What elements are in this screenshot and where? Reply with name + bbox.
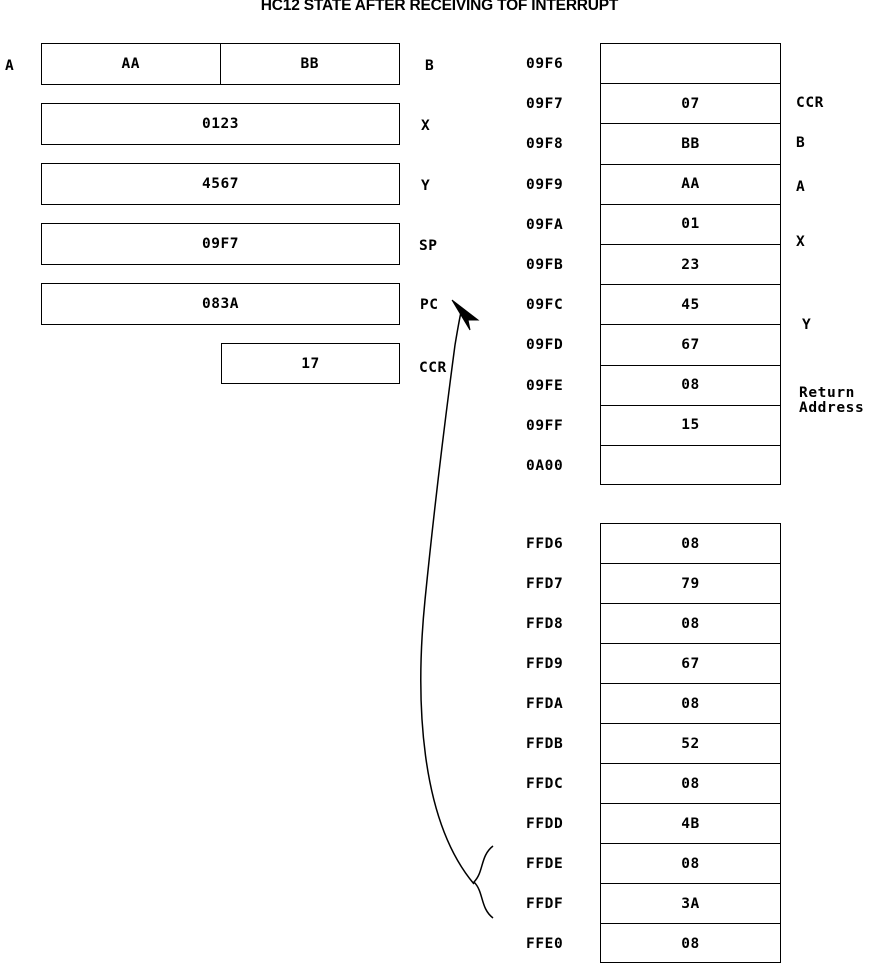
vector-value: 08: [681, 855, 700, 872]
stack-address: 09F8: [526, 136, 564, 153]
stack-side-label-return: Return: [799, 385, 855, 401]
stack-row: 67: [601, 325, 780, 366]
stack-address: 09F7: [526, 96, 564, 113]
vector-value: 08: [681, 775, 700, 792]
stack-row: BB: [601, 124, 780, 165]
vector-address: FFD7: [526, 576, 564, 592]
register-cell-b: BB: [221, 44, 400, 84]
vector-row: 52: [601, 724, 780, 764]
stack-row: AA: [601, 165, 780, 205]
register-label-y: Y: [421, 178, 431, 194]
vector-row: 4B: [601, 804, 780, 844]
vector-value: 52: [681, 735, 700, 752]
page-title: HC12 STATE AFTER RECEIVING TOF INTERRUPT: [260, 0, 619, 14]
register-value-y: 4567: [202, 176, 239, 192]
vector-value: 67: [681, 655, 700, 672]
stack-value: 08: [681, 377, 700, 394]
stack-value: 01: [681, 216, 700, 233]
vector-address: FFD9: [526, 656, 564, 672]
vector-address: FFDD: [526, 816, 564, 832]
vector-value: 4B: [681, 815, 700, 832]
register-label-pc: PC: [420, 297, 439, 313]
stack-row: [601, 446, 780, 486]
vector-value: 08: [681, 615, 700, 632]
curved-arrow-path: [420, 307, 475, 885]
stack-value: 07: [681, 95, 700, 112]
vector-row: 08: [601, 684, 780, 724]
stack-value: 45: [681, 296, 700, 313]
register-box-ccr: 17: [221, 343, 400, 384]
stack-address: 09F9: [526, 176, 564, 193]
stack-side-label-a: A: [796, 179, 806, 195]
stack-value: 15: [681, 417, 700, 434]
register-value-pc: 083A: [202, 296, 239, 312]
register-label-sp: SP: [419, 238, 438, 254]
vector-value: 79: [681, 575, 700, 592]
register-label-a: A: [5, 58, 15, 74]
vector-value: 08: [681, 936, 700, 952]
vector-value: 08: [681, 695, 700, 712]
stack-address: 09FB: [526, 257, 564, 273]
vector-row: 3A: [601, 884, 780, 924]
vector-value: 3A: [681, 895, 700, 912]
vector-address: FFDE: [526, 856, 564, 872]
register-value-x: 0123: [202, 116, 239, 132]
stack-side-label-address: Address: [799, 400, 865, 416]
stack-row: 23: [601, 245, 780, 286]
stack-address: 09FC: [526, 297, 564, 314]
vector-row: 08: [601, 764, 780, 804]
vector-address: FFDA: [526, 696, 564, 712]
vector-address: FFDF: [526, 896, 564, 912]
register-label-x: X: [421, 118, 431, 134]
register-value-a: AA: [121, 56, 140, 72]
register-box-pc: 083A: [41, 283, 400, 325]
stack-row: 01: [601, 205, 780, 245]
vector-address: FFD8: [526, 616, 564, 632]
vector-address: FFE0: [526, 936, 564, 952]
stack-address: 09FF: [526, 417, 564, 434]
vector-row: 08: [601, 844, 780, 884]
register-label-ccr: CCR: [419, 360, 447, 376]
register-value-sp: 09F7: [202, 236, 239, 252]
vector-row: 08: [601, 924, 780, 964]
stack-row: 07: [601, 84, 780, 125]
stack-value: BB: [681, 135, 700, 152]
stack-side-label-ccr: CCR: [796, 95, 824, 111]
vector-address: FFDB: [526, 736, 564, 752]
register-box-x: 0123: [41, 103, 400, 145]
vector-address: FFDC: [526, 776, 564, 792]
stack-row: 45: [601, 285, 780, 326]
stack-address: 09FA: [526, 216, 564, 233]
register-box-sp: 09F7: [41, 223, 400, 265]
stack-row: [601, 44, 780, 85]
stack-row: 08: [601, 366, 780, 406]
vector-value: 08: [681, 535, 700, 552]
stack-side-label-y: Y: [802, 317, 812, 333]
vector-address: FFD6: [526, 536, 564, 552]
stack-address: 0A00: [526, 458, 564, 474]
register-cell-a: AA: [42, 44, 221, 84]
register-box-accumulator-d: AA BB: [41, 43, 400, 85]
stack-value: 67: [681, 336, 700, 353]
vector-row: 08: [601, 604, 780, 644]
stack-address: 09FE: [526, 377, 564, 394]
arrow-head-icon: [451, 299, 480, 331]
stack-side-label-b: B: [796, 135, 806, 151]
stack-address: 09FD: [526, 337, 564, 354]
register-box-y: 4567: [41, 163, 400, 205]
stack-side-label-x: X: [796, 234, 806, 250]
register-value-b: BB: [300, 56, 319, 72]
stack-value: 23: [681, 256, 700, 273]
register-label-b: B: [425, 58, 435, 74]
vector-row: 08: [601, 524, 780, 564]
stack-row: 15: [601, 406, 780, 446]
stack-address: 09F6: [526, 56, 564, 72]
interrupt-vector-table: 08 79 08 67 08 52 08 4B 08 3A 08: [600, 523, 781, 963]
vector-row: 67: [601, 644, 780, 684]
register-value-ccr: 17: [301, 355, 320, 372]
vector-row: 79: [601, 564, 780, 604]
brace-icon: [472, 845, 494, 919]
stack-value: AA: [681, 176, 700, 193]
